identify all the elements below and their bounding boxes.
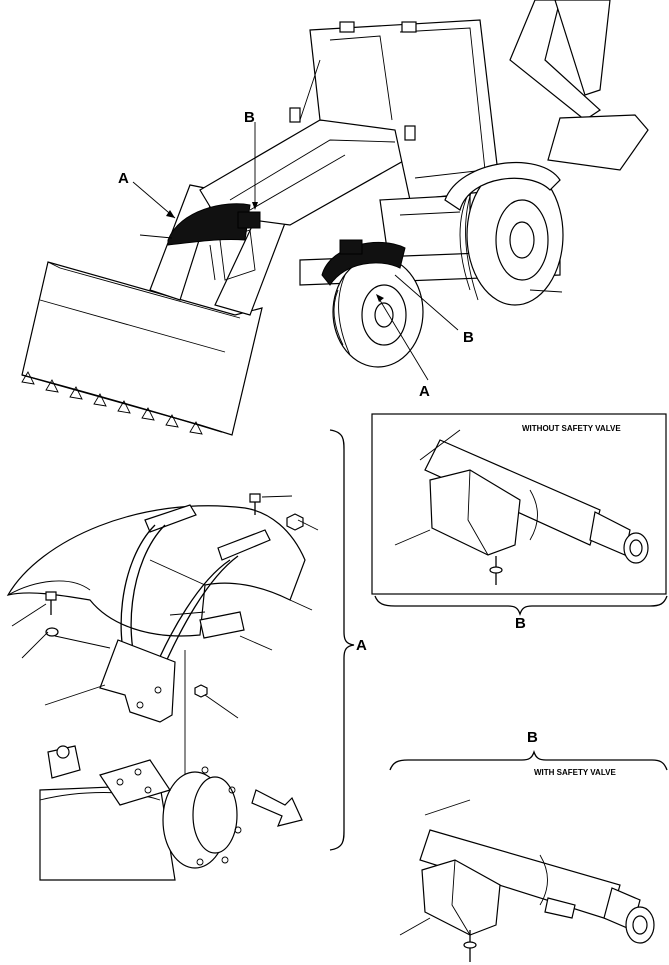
backhoe-bucket — [547, 114, 649, 171]
brace-b-lower: B — [389, 729, 668, 771]
callout-a-top: A — [118, 170, 129, 187]
backhoe-loader-illustration — [21, 0, 649, 436]
bucket-teeth — [21, 371, 203, 435]
callout-b-top: B — [244, 109, 255, 126]
front-wheel — [332, 256, 424, 368]
brace-b-upper-label: B — [515, 615, 526, 632]
rear-wheel — [459, 164, 564, 306]
front-fender-left-highlight — [167, 203, 251, 246]
brace-a-label: A — [356, 637, 367, 654]
mounting-bracket — [99, 639, 176, 723]
fender-panel — [6, 505, 306, 637]
panel-with-safety-valve: WITH SAFETY VALVE — [399, 768, 655, 962]
hardware — [45, 493, 304, 780]
top-callouts: A B B A — [118, 109, 563, 400]
callout-b-right: B — [463, 329, 474, 346]
brace-b-upper: B — [374, 595, 668, 632]
front-direction-arrow-icon — [251, 789, 303, 827]
caption-with-safety-valve: WITH SAFETY VALVE — [534, 768, 616, 777]
axle-assembly — [39, 745, 242, 881]
fender-exploded-view — [6, 493, 319, 881]
brace-a: A — [329, 429, 367, 851]
caption-without-safety-valve: WITHOUT SAFETY VALVE — [522, 424, 621, 433]
panel-without-safety-valve: WITHOUT SAFETY VALVE — [371, 413, 667, 595]
cylinder-guard-right-highlight — [339, 239, 363, 255]
callout-a-bottom: A — [419, 383, 430, 400]
fender-leader-lines — [11, 495, 319, 719]
brace-b-lower-label: B — [527, 729, 538, 746]
cylinder-guard-left-highlight — [237, 211, 261, 229]
